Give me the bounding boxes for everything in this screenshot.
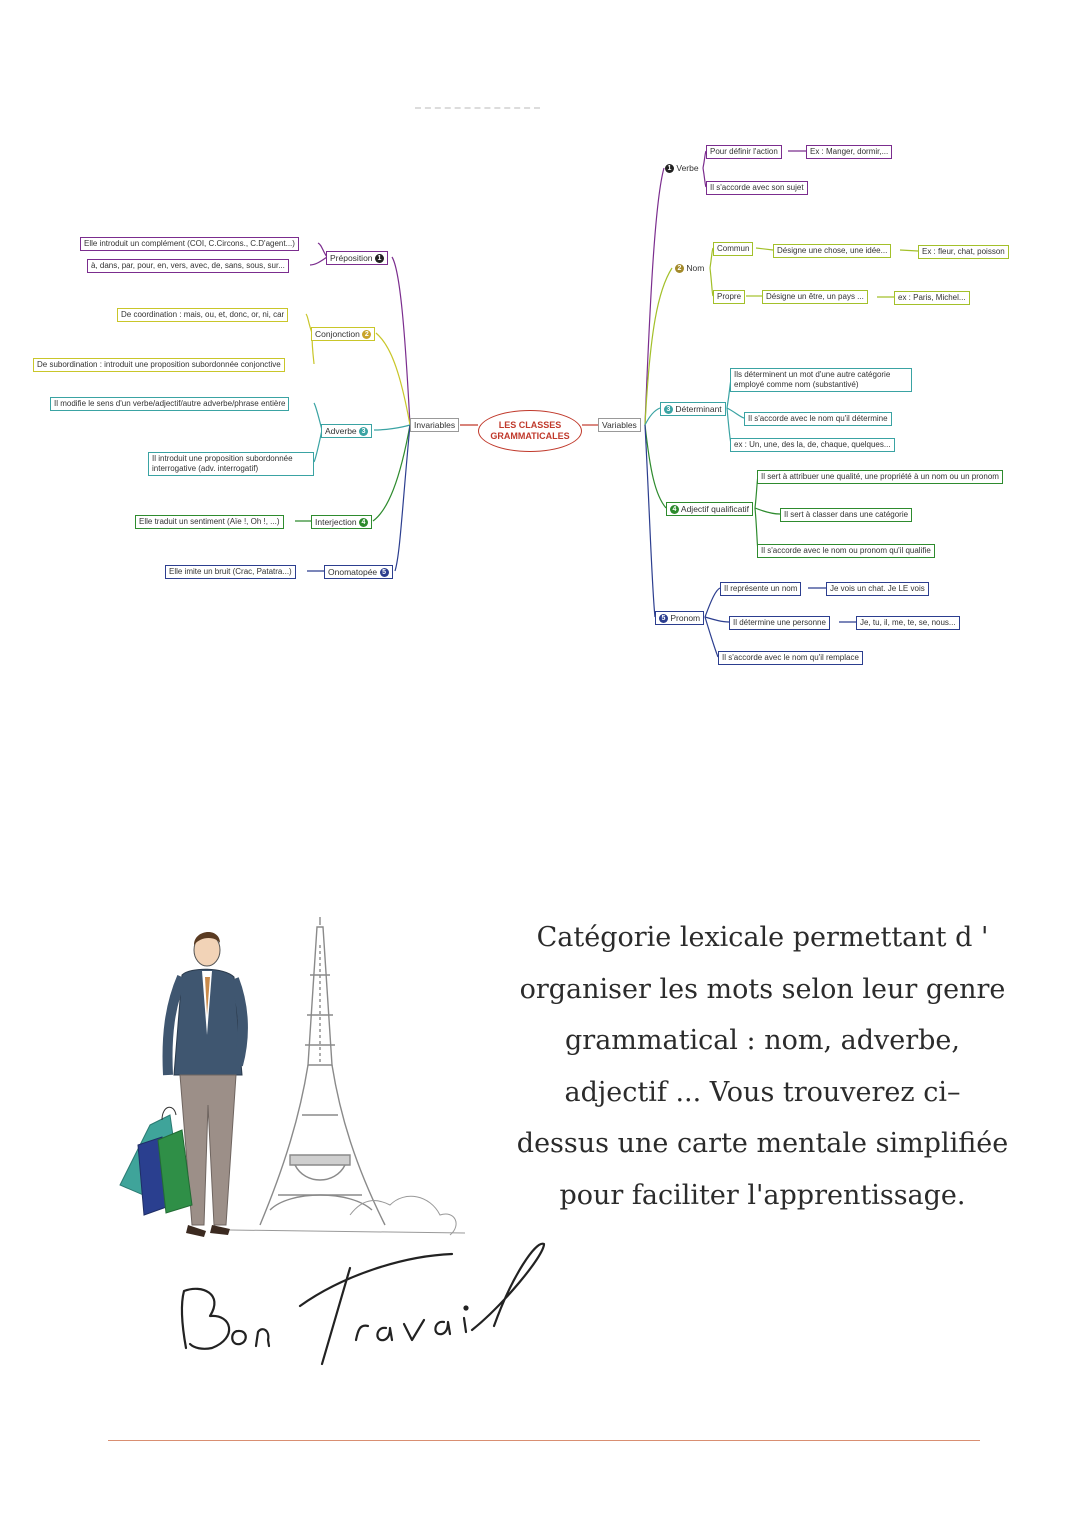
- center-line-1: LES CLASSES: [490, 420, 569, 431]
- leaf-node: à, dans, par, pour, en, vers, avec, de, …: [87, 259, 289, 273]
- category-label: Déterminant: [675, 404, 721, 414]
- mindmap-center-node: LES CLASSES GRAMMATICALES: [478, 410, 582, 452]
- description-line: dessus une carte mentale simplifiée: [510, 1118, 1015, 1170]
- badge-1: 1: [375, 254, 384, 263]
- leaf-node: Désigne une chose, une idée...: [773, 244, 891, 258]
- leaf-node: Elle imite un bruit (Crac, Patatra...): [165, 565, 296, 579]
- paris-illustration: [110, 915, 470, 1260]
- leaf-node: Il s'accorde avec le nom qu'il remplace: [718, 651, 863, 665]
- leaf-node: Commun: [713, 242, 753, 256]
- category-nom: 2 Nom: [672, 262, 707, 274]
- leaf-node: De coordination : mais, ou, et, donc, or…: [117, 308, 288, 322]
- category-adjectif: 4 Adjectif qualificatif: [666, 502, 753, 516]
- leaf-node: Il représente un nom: [720, 582, 801, 596]
- leaf-node: ex : Paris, Michel...: [894, 291, 970, 305]
- category-preposition: Préposition 1: [326, 251, 388, 265]
- category-label: Onomatopée: [328, 567, 377, 577]
- category-label: Nom: [686, 263, 704, 273]
- category-conjonction: Conjonction 2: [311, 327, 375, 341]
- category-label: Pronom: [670, 613, 700, 623]
- variables-node: Variables: [598, 418, 641, 432]
- category-label: Adverbe: [325, 426, 357, 436]
- category-adverbe: Adverbe 3: [321, 424, 372, 438]
- man-with-shopping-bags-icon: [120, 932, 243, 1237]
- leaf-node: Elle traduit un sentiment (Aïe !, Oh !, …: [135, 515, 284, 529]
- badge-5: 5: [659, 614, 668, 623]
- center-line-2: GRAMMATICALES: [490, 431, 569, 442]
- category-label: Verbe: [676, 163, 698, 173]
- category-verbe: 1 Verbe: [662, 162, 702, 174]
- leaf-node: De subordination : introduit une proposi…: [33, 358, 285, 372]
- leaf-node: Il sert à attribuer une qualité, une pro…: [757, 470, 1003, 484]
- leaf-node: Pour définir l'action: [706, 145, 782, 159]
- category-label: Adjectif qualificatif: [681, 504, 749, 514]
- leaf-node: Il s'accorde avec son sujet: [706, 181, 808, 195]
- description-text: Catégorie lexicale permettant d ' organi…: [510, 912, 1015, 1221]
- bottom-divider: [108, 1440, 980, 1441]
- description-line: Catégorie lexicale permettant d ': [510, 912, 1015, 964]
- leaf-node: Désigne un être, un pays ...: [762, 290, 868, 304]
- badge-2: 2: [675, 264, 684, 273]
- description-line: grammatical : nom, adverbe,: [510, 1015, 1015, 1067]
- description-line: organiser les mots selon leur genre: [510, 964, 1015, 1016]
- badge-2: 2: [362, 330, 371, 339]
- leaf-node: Il sert à classer dans une catégorie: [780, 508, 912, 522]
- leaf-node: Il s'accorde avec le nom ou pronom qu'il…: [757, 544, 935, 558]
- leaf-node: Il détermine une personne: [729, 616, 830, 630]
- badge-5: 5: [380, 568, 389, 577]
- trees-sketch: [230, 1196, 465, 1235]
- bon-travail-signature: [172, 1236, 562, 1376]
- eiffel-tower-icon: [260, 917, 385, 1225]
- category-determinant: 3 Déterminant: [660, 402, 726, 416]
- badge-4: 4: [670, 505, 679, 514]
- leaf-node: Je vois un chat. Je LE vois: [826, 582, 929, 596]
- badge-1: 1: [665, 164, 674, 173]
- leaf-node: Ils déterminent un mot d'une autre catég…: [730, 368, 912, 392]
- badge-4: 4: [359, 518, 368, 527]
- category-onomatopee: Onomatopée 5: [324, 565, 393, 579]
- leaf-node: ex : Un, une, des la, de, chaque, quelqu…: [730, 438, 895, 452]
- description-line: pour faciliter l'apprentissage.: [510, 1170, 1015, 1222]
- leaf-node: Il s'accorde avec le nom qu'il détermine: [744, 412, 892, 426]
- category-interjection: Interjection 4: [311, 515, 372, 529]
- leaf-node: Ex : fleur, chat, poisson: [918, 245, 1009, 259]
- leaf-node: Il modifie le sens d'un verbe/adjectif/a…: [50, 397, 289, 411]
- category-label: Préposition: [330, 253, 373, 263]
- leaf-node: Ex : Manger, dormir,...: [806, 145, 892, 159]
- category-pronom: 5 Pronom: [655, 611, 704, 625]
- leaf-node: Je, tu, il, me, te, se, nous...: [856, 616, 960, 630]
- leaf-node: Elle introduit un complément (COI, C.Cir…: [80, 237, 299, 251]
- category-label: Interjection: [315, 517, 357, 527]
- leaf-node: Propre: [713, 290, 745, 304]
- leaf-node: Il introduit une proposition subordonnée…: [148, 452, 314, 476]
- badge-3: 3: [359, 427, 368, 436]
- badge-3: 3: [664, 405, 673, 414]
- description-line: adjectif ... Vous trouverez ci–: [510, 1067, 1015, 1119]
- category-label: Conjonction: [315, 329, 360, 339]
- invariables-node: Invariables: [410, 418, 459, 432]
